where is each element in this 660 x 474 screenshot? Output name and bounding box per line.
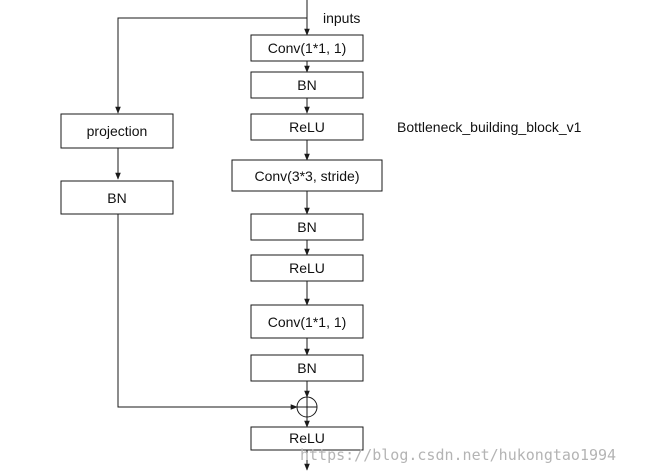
connectors	[115, 0, 310, 471]
conv1-box: Conv(1*1, 1)	[250, 34, 364, 62]
diagram-title: Bottleneck_building_block_v1	[397, 119, 582, 135]
relu-out-box: ReLU	[250, 426, 364, 451]
bn1-box: BN	[250, 71, 364, 99]
bn2-label: BN	[297, 219, 316, 235]
shortcut-merge-line	[117, 214, 298, 410]
conv1-label: Conv(1*1, 1)	[268, 40, 347, 56]
relu2-label: ReLU	[289, 260, 325, 276]
shortcut-bn-box: BN	[60, 180, 174, 215]
conv3-box: Conv(1*1, 1)	[250, 304, 364, 339]
bn3-label: BN	[297, 360, 316, 376]
projection-box: projection	[60, 113, 174, 149]
watermark: https://blog.csdn.net/hukongtao1994	[300, 446, 616, 464]
inputs-label: inputs	[323, 10, 360, 26]
conv2-box: Conv(3*3, stride)	[231, 159, 383, 192]
bn1-label: BN	[297, 77, 316, 93]
relu2-box: ReLU	[250, 254, 364, 282]
shortcut-bn-label: BN	[107, 190, 126, 206]
bn2-box: BN	[250, 213, 364, 241]
shortcut-branch-line	[115, 17, 307, 114]
projection-label: projection	[87, 123, 148, 139]
relu1-box: ReLU	[250, 113, 364, 141]
relu-out-label: ReLU	[289, 430, 325, 446]
conv2-label: Conv(3*3, stride)	[254, 168, 359, 184]
conv3-label: Conv(1*1, 1)	[268, 314, 347, 330]
relu1-label: ReLU	[289, 119, 325, 135]
bn3-box: BN	[250, 354, 364, 382]
add-icon	[296, 396, 318, 418]
